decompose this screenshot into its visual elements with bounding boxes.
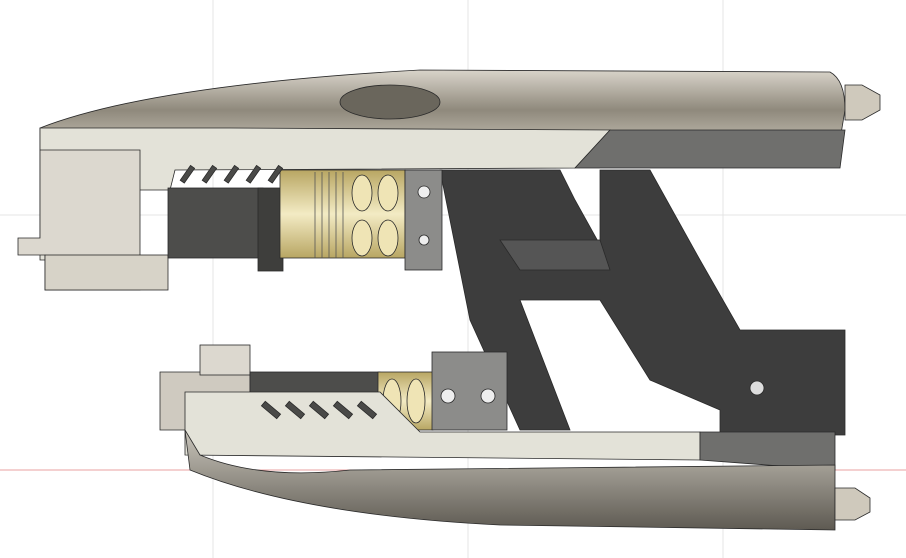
lower-side-dark <box>699 431 836 471</box>
lower-barrel-bottom <box>184 429 836 531</box>
vent-grille <box>339 84 441 120</box>
blaster-model[interactable] <box>17 69 881 531</box>
brass-cell <box>377 174 399 212</box>
bolt-icon <box>418 234 430 246</box>
bolt-icon <box>417 185 431 199</box>
bolt-icon <box>480 388 496 404</box>
brass-cell <box>351 174 373 212</box>
upper-muzzle-tip <box>844 84 881 121</box>
lower-vent-slots <box>260 400 378 420</box>
upper-barrel-collar <box>257 187 284 272</box>
grip-inner-frame <box>499 239 611 271</box>
upper-barrel-core <box>167 187 264 259</box>
lower-rear-tab <box>199 344 251 376</box>
bolt-icon <box>749 380 765 396</box>
upper-bolt-block <box>404 169 443 271</box>
upper-rear-base <box>44 254 169 291</box>
bolt-icon <box>440 388 456 404</box>
lower-muzzle-tip <box>834 487 871 521</box>
brass-cell <box>351 219 373 257</box>
upper-vent-slots <box>179 164 284 184</box>
upper-side-dark <box>574 129 846 169</box>
brass-cell <box>377 219 399 257</box>
brass-rings <box>314 172 344 258</box>
brass-cell <box>406 378 426 424</box>
